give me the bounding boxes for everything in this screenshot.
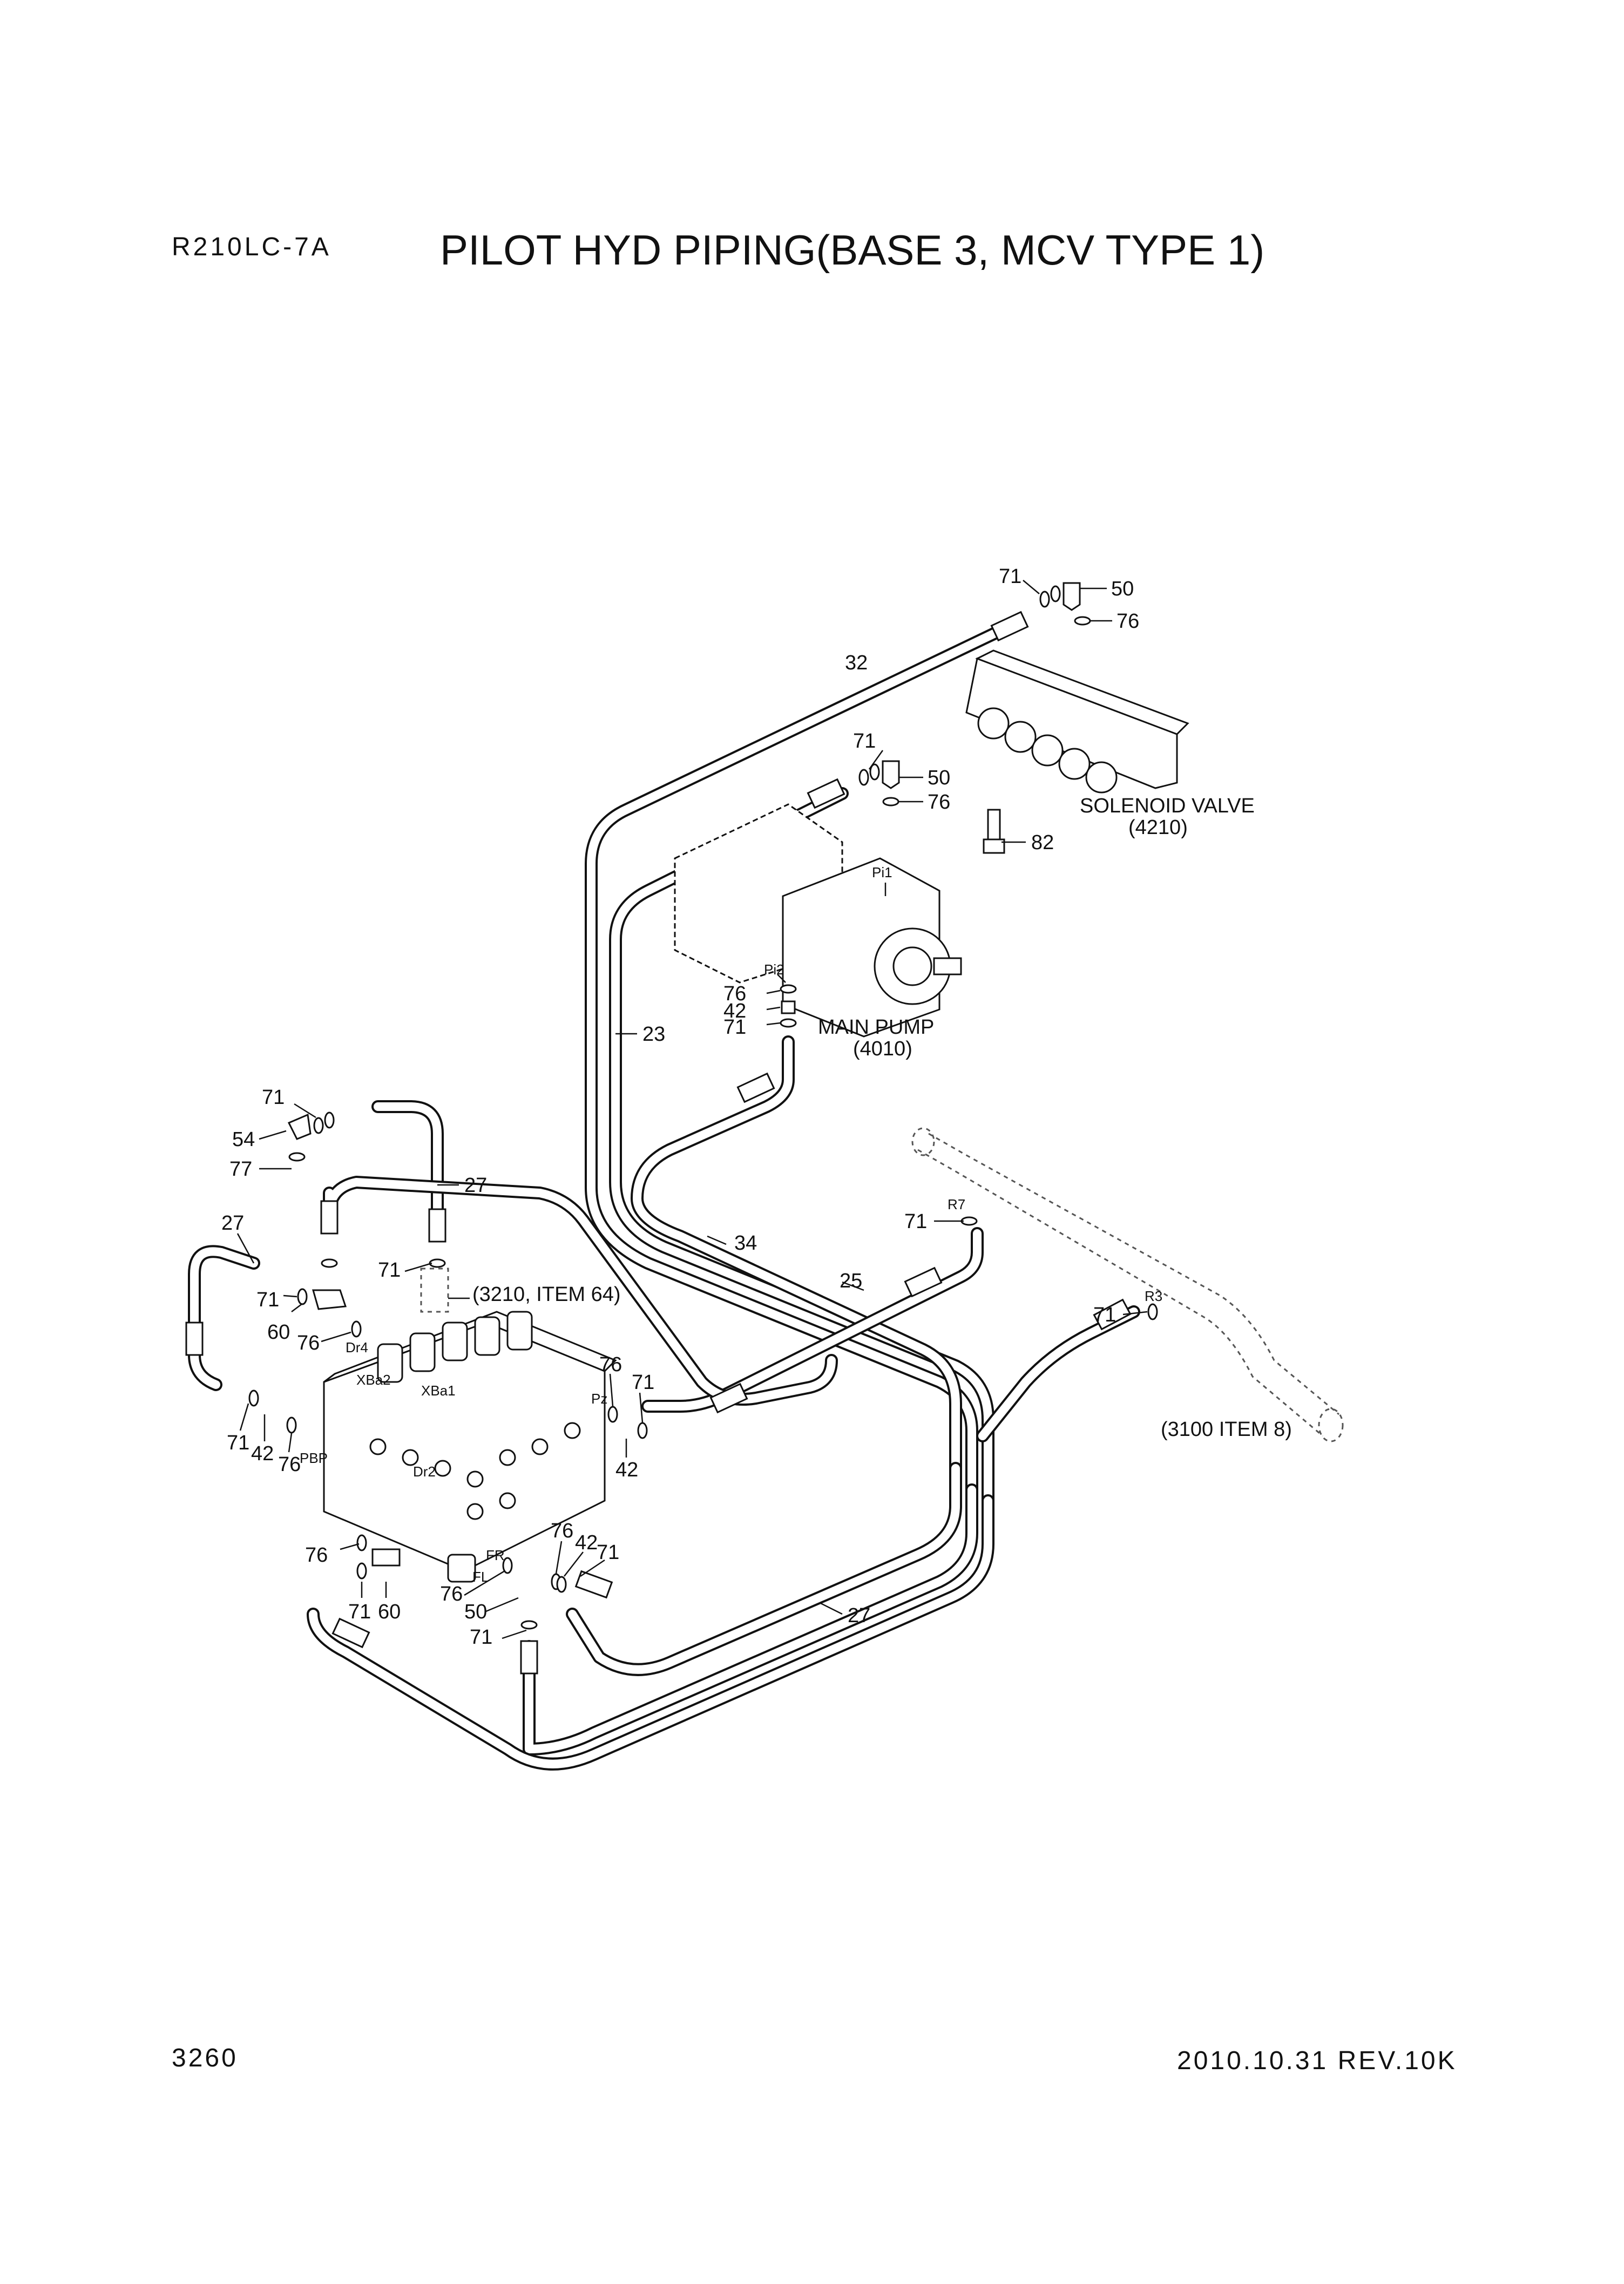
port-pz: Pz	[591, 1391, 607, 1407]
port-dr4: Dr4	[346, 1339, 368, 1356]
callout-42: 42	[723, 1000, 746, 1022]
page-number: 3260	[172, 2044, 238, 2072]
hose-27-bottom	[307, 1462, 994, 1771]
callout-71: 71	[597, 1541, 619, 1564]
solenoid-valve-label: SOLENOID VALVE	[1080, 795, 1255, 817]
port-r7: R7	[948, 1196, 965, 1212]
port-xba2: XBa2	[356, 1372, 391, 1388]
hose-34	[631, 1035, 962, 1475]
callout-27: 27	[848, 1604, 870, 1627]
port-xba1: XBa1	[421, 1382, 456, 1399]
main-pump-ref: (4010)	[853, 1038, 912, 1060]
callout-77: 77	[229, 1158, 252, 1181]
solenoid-valve-ref: (4210)	[1128, 816, 1188, 839]
mcv-ports	[369, 1422, 581, 1520]
hose-27-right	[976, 1305, 1140, 1442]
page-title: PILOT HYD PIPING(BASE 3, MCV TYPE 1)	[440, 226, 1265, 274]
callout-34: 34	[734, 1232, 757, 1255]
port-r3: R3	[1145, 1288, 1162, 1304]
solenoid-valve	[965, 649, 1189, 854]
callout-32: 32	[845, 652, 868, 674]
component-labels: SOLENOID VALVE (4210) MAIN PUMP (4010) (…	[472, 795, 1292, 1441]
callout-76: 76	[297, 1332, 320, 1354]
hose-27-left	[188, 1245, 260, 1391]
callout-27: 27	[464, 1174, 487, 1197]
callout-42: 42	[615, 1459, 638, 1481]
callout-25: 25	[840, 1270, 862, 1292]
callout-27: 27	[221, 1212, 244, 1235]
port-fl: FL	[472, 1569, 489, 1585]
port-dr2: Dr2	[413, 1463, 436, 1480]
callout-50: 50	[928, 767, 950, 789]
hose-27-top	[323, 1100, 838, 1406]
callout-50: 50	[464, 1601, 487, 1623]
return-tube-outline	[911, 1127, 1344, 1442]
callout-71: 71	[348, 1601, 371, 1623]
callout-23: 23	[642, 1023, 665, 1046]
callout-71: 71	[378, 1259, 401, 1282]
callout-76: 76	[723, 982, 746, 1005]
callout-71: 71	[227, 1432, 249, 1454]
callout-82: 82	[1031, 831, 1054, 854]
callout-71: 71	[999, 565, 1021, 588]
callout-76: 76	[440, 1583, 463, 1605]
callout-54: 54	[232, 1128, 255, 1151]
ref-3210-label: (3210, ITEM 64)	[472, 1283, 621, 1306]
model-number: R210LC-7A	[172, 233, 331, 261]
callout-71: 71	[853, 730, 876, 753]
hose-32	[585, 620, 1016, 1496]
port-pi1: Pi1	[872, 864, 892, 880]
callout-60: 60	[267, 1321, 290, 1344]
port-pi2: Pi2	[764, 961, 784, 978]
callout-76: 76	[551, 1520, 573, 1542]
callout-71: 71	[632, 1371, 654, 1394]
solenoid-coils	[977, 707, 1118, 794]
port-pbp: PBP	[300, 1450, 328, 1466]
main-pump-label: MAIN PUMP	[818, 1016, 934, 1039]
main-control-valve	[323, 1311, 617, 1583]
callout-71: 71	[470, 1626, 492, 1649]
ref-3100-label: (3100 ITEM 8)	[1161, 1418, 1292, 1441]
fittings	[248, 582, 1158, 1630]
port-fr: FR	[486, 1547, 505, 1563]
filter-outline-3210	[420, 1268, 449, 1313]
callout-76: 76	[599, 1353, 622, 1376]
hose-group	[185, 611, 1140, 1771]
hose-23	[609, 787, 994, 1507]
leader-lines	[236, 580, 1148, 1639]
callout-71: 71	[262, 1086, 285, 1109]
callout-71: 71	[723, 1016, 746, 1039]
revision-date: 2010.10.31 REV.10K	[1177, 2046, 1457, 2075]
part-callouts: 71 50 76 32 71 50 76 82 76 42 71 23 71 5…	[221, 565, 1139, 1649]
port-labels: Pi1 Pi2 R7 R3 Dr4 XBa2 XBa1 Pz PBP Dr2 F…	[300, 864, 1162, 1585]
callout-42: 42	[575, 1531, 598, 1554]
callout-42: 42	[251, 1442, 274, 1465]
callout-76: 76	[1116, 610, 1139, 633]
main-pump	[674, 803, 962, 1038]
callout-50: 50	[1111, 578, 1134, 600]
callout-71: 71	[904, 1210, 927, 1233]
callout-71: 71	[1093, 1304, 1116, 1326]
callout-76: 76	[928, 791, 950, 814]
callout-76: 76	[278, 1453, 301, 1476]
callout-71: 71	[256, 1289, 279, 1311]
callout-76: 76	[305, 1544, 328, 1567]
mcv-spools	[377, 1311, 533, 1383]
callout-60: 60	[378, 1601, 401, 1623]
